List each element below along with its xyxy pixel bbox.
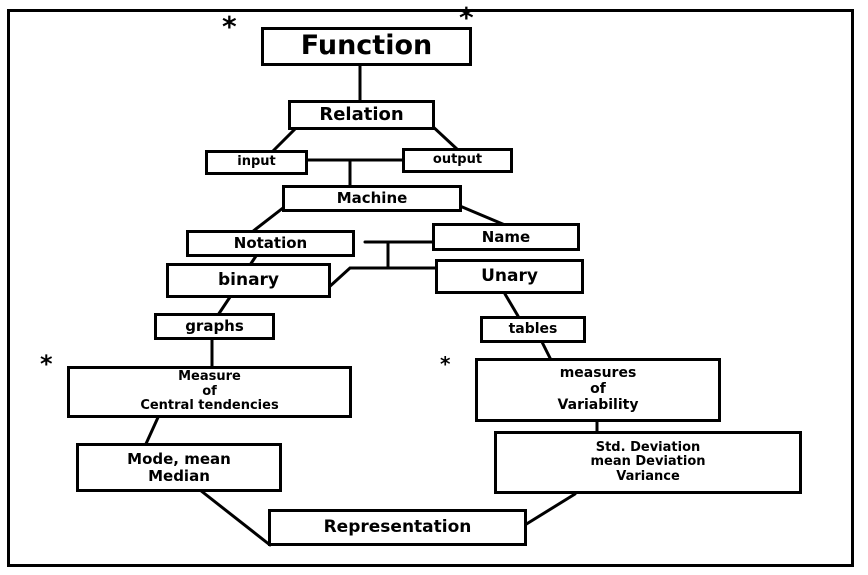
connector-mode-representation bbox=[198, 488, 272, 547]
node-measures-central-tendencies: Measure of Central tendencies bbox=[67, 366, 352, 418]
node-output: output bbox=[402, 148, 513, 173]
diagram-border bbox=[7, 9, 854, 567]
node-measures-variability: measures of Variability bbox=[475, 358, 721, 422]
node-machine: Machine bbox=[282, 185, 462, 212]
connector-central-mode bbox=[143, 411, 162, 448]
node-tables: tables bbox=[480, 316, 586, 343]
node-notation: Notation bbox=[186, 230, 355, 257]
node-deviation-variance: Std. Deviation mean Deviation Variance bbox=[494, 431, 802, 494]
node-name: Name bbox=[432, 223, 580, 251]
node-graphs: graphs bbox=[154, 313, 275, 340]
node-mode-mean-median: Mode, mean Median bbox=[76, 443, 282, 492]
node-input: input bbox=[205, 150, 308, 175]
node-unary: Unary bbox=[435, 259, 584, 294]
node-function: Function bbox=[261, 27, 472, 66]
node-representation: Representation bbox=[268, 509, 527, 546]
star-mark-top-left: * bbox=[222, 10, 237, 43]
node-binary: binary bbox=[166, 263, 331, 298]
star-mark-top-right: * bbox=[459, 1, 474, 34]
node-relation: Relation bbox=[288, 100, 435, 130]
connector-unary-tables bbox=[503, 292, 520, 318]
star-mark-variability: * bbox=[440, 352, 451, 376]
star-mark-central: * bbox=[40, 350, 53, 378]
connector-deviation-representation bbox=[518, 492, 577, 530]
connector-hub-binary bbox=[326, 266, 390, 290]
